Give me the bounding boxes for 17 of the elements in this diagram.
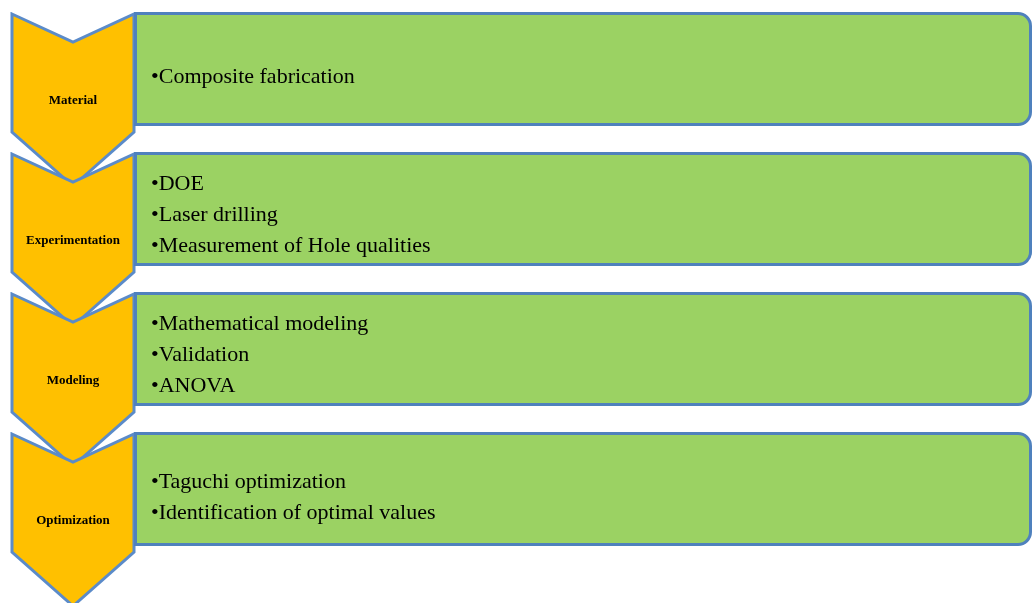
bullet-item: •Validation: [151, 340, 251, 368]
bullet-item: •Composite fabrication: [151, 62, 355, 90]
stage-label: Experimentation: [25, 232, 121, 248]
stage-label: Modeling: [45, 372, 101, 388]
bullet-item: •Identification of optimal values: [151, 498, 436, 526]
bullet-item: •Laser drilling: [151, 200, 279, 228]
stage-label: Optimization: [35, 512, 111, 528]
step-box: [134, 12, 1032, 126]
bullet-item: •Taguchi optimization: [151, 467, 347, 495]
bullet-item: •DOE: [151, 169, 205, 197]
bullet-item: •Mathematical modeling: [151, 309, 369, 337]
step-box: [134, 152, 1032, 266]
bullet-item: •ANOVA: [151, 371, 237, 399]
stage-label: Material: [47, 92, 99, 108]
bullet-item: •Measurement of Hole qualities: [151, 231, 431, 259]
step-box: [134, 432, 1032, 546]
step-box: [134, 292, 1032, 406]
